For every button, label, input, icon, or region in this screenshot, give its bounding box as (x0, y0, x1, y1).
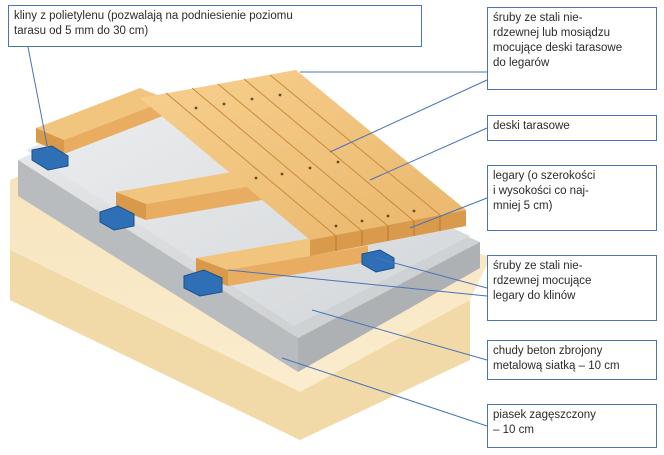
label-screws-deck: śruby ze stali nie- rdzewnej lub mosiądz… (487, 7, 657, 90)
label-wedges: kliny z polietylenu (pozwalają na podnie… (8, 5, 422, 47)
leader-joists (409, 197, 488, 229)
wedge (183, 269, 223, 297)
label-concrete: chudy beton zbrojony metalową siatką – 1… (487, 340, 657, 380)
wedges (31, 145, 395, 297)
label-joists: legary (o szerokości i wysokości co naj-… (487, 165, 657, 231)
joist-middle (116, 172, 262, 220)
label-deck-boards: deski tarasowe (487, 115, 657, 141)
leader-screws-joists-2 (227, 269, 488, 297)
joist-back (36, 88, 168, 154)
label-screws-joists: śruby ze stali nie- rdzewnej mocujące le… (487, 255, 657, 321)
wedge (361, 249, 395, 273)
leader-deck-boards (369, 127, 488, 181)
label-sand: piasek zagęszczony – 10 cm (487, 404, 657, 448)
leader-lines (27, 46, 488, 427)
leader-sand (281, 357, 488, 427)
membrane-surface (26, 92, 470, 326)
leader-concrete (311, 309, 488, 361)
wedge (99, 205, 135, 231)
leader-wedges (27, 46, 49, 151)
leader-screws-deck-2 (329, 79, 488, 153)
wedge (31, 145, 69, 171)
leader-screws-joists (375, 257, 488, 289)
